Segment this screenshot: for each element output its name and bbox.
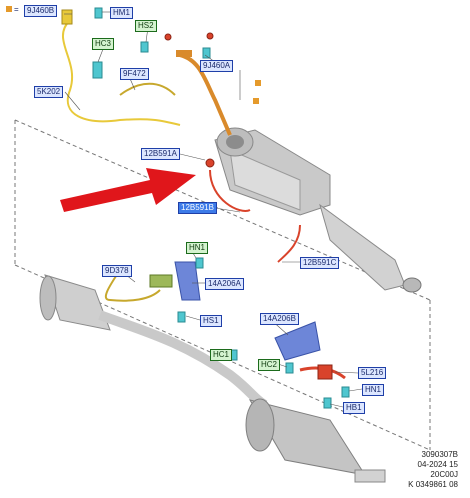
label-HC3[interactable]: HC3 (92, 38, 115, 50)
sensor-wire-12B591B (209, 169, 251, 212)
label-HS1[interactable]: HS1 (200, 315, 222, 327)
footer-line-2: 04-2024 15 (417, 460, 458, 469)
footer-line-3: 20C00J (430, 470, 458, 479)
label-9F472[interactable]: 9F472 (120, 68, 149, 80)
sensor-5L216-body (317, 364, 333, 380)
marker-equals: = (14, 5, 19, 14)
catalytic-converter (214, 127, 331, 216)
marker-dot-1 (6, 6, 12, 12)
sensor-9D378 (149, 274, 173, 288)
wiring-harness-bottom (104, 269, 161, 302)
label-HS2[interactable]: HS2 (135, 20, 157, 32)
label-HN1-bottom[interactable]: HN1 (362, 384, 385, 396)
label-12B591C[interactable]: 12B591C (300, 257, 340, 269)
label-9J460B[interactable]: 9J460B (24, 5, 58, 17)
wiring-harness-top (62, 19, 181, 126)
pipe-clamp (176, 50, 192, 57)
marker-dot-2 (255, 80, 261, 86)
footer-line-1: 3090307B (421, 450, 458, 459)
tailpipe-center (98, 310, 268, 410)
label-12B591B[interactable]: 12B591B (178, 202, 217, 214)
label-14A206A[interactable]: 14A206A (205, 278, 244, 290)
egr-pipe (179, 53, 232, 136)
front-pipe (319, 203, 422, 293)
sensor-wire-12B591C (277, 224, 301, 263)
label-HB1[interactable]: HB1 (343, 402, 365, 414)
red-sensors-top (164, 32, 215, 168)
bracket-14A206B (274, 321, 321, 361)
label-HM1[interactable]: HM1 (110, 7, 133, 19)
label-HC1[interactable]: HC1 (210, 349, 233, 361)
label-5L216[interactable]: 5L216 (358, 367, 387, 379)
rear-muffler (245, 398, 386, 483)
cyan-clips-bottom (177, 257, 350, 409)
label-9D378[interactable]: 9D378 (102, 265, 132, 277)
footer-line-4: K 0349861 08 (408, 480, 458, 489)
wiring-harness-branch (119, 82, 176, 96)
highlight-arrow (60, 168, 196, 212)
bracket-14A206A (174, 261, 201, 301)
label-5K202[interactable]: 5K202 (34, 86, 64, 98)
label-12B591A[interactable]: 12B591A (141, 148, 180, 160)
marker-dot-3 (253, 98, 259, 104)
label-HN1-top[interactable]: HN1 (186, 242, 209, 254)
label-HC2[interactable]: HC2 (258, 359, 281, 371)
sensor-connector-top (61, 9, 73, 25)
cyan-clips-top (92, 7, 211, 79)
label-14A206B[interactable]: 14A206B (260, 313, 299, 325)
intermediate-muffler (39, 274, 111, 331)
label-9J460A[interactable]: 9J460A (200, 60, 234, 72)
